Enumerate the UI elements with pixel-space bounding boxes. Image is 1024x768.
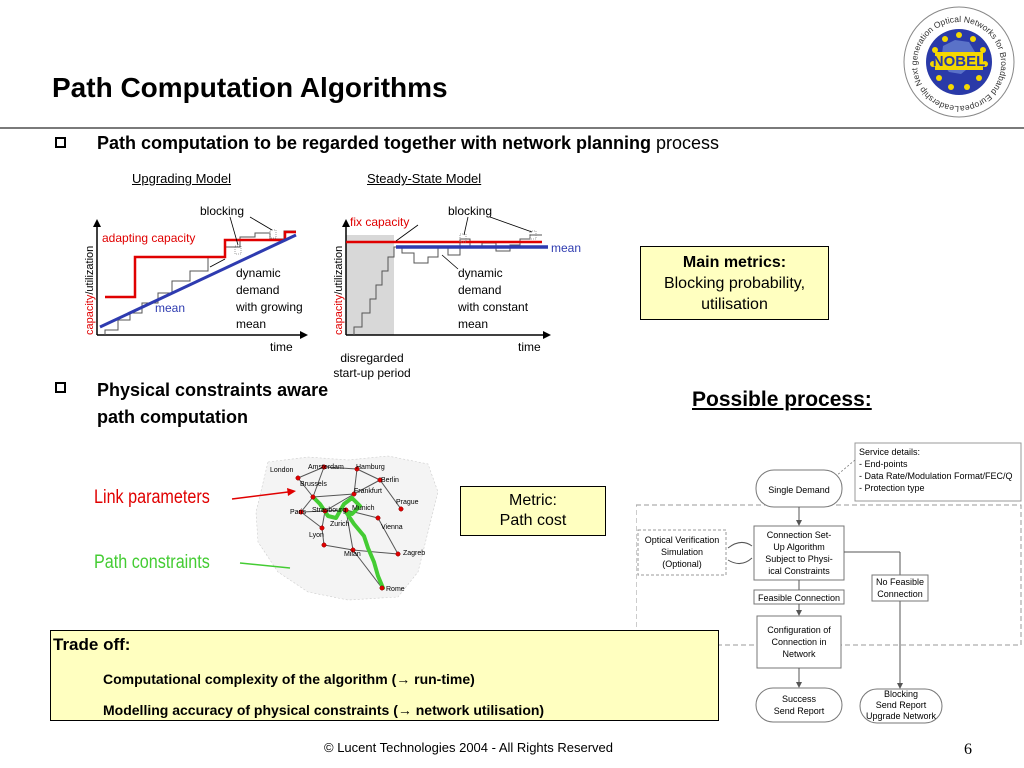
city-label: Zagreb bbox=[403, 550, 425, 557]
logo-stars bbox=[930, 32, 988, 90]
metric-box: Metric: Path cost bbox=[460, 486, 606, 536]
tradeoff-line-1: Computational complexity of the algorith… bbox=[103, 671, 475, 687]
mean-label: mean bbox=[155, 301, 185, 315]
map-arrows bbox=[231, 488, 296, 569]
optical-verification-label: Optical Verification bbox=[645, 535, 720, 545]
tradeoff-title: Trade off: bbox=[53, 635, 131, 654]
service-details-line: Service details: bbox=[859, 447, 920, 457]
time-label: time bbox=[270, 340, 293, 354]
network-map: London Amsterdam Hamburg Berlin Brussels… bbox=[255, 455, 439, 601]
service-details-line: - End-points bbox=[859, 459, 908, 469]
success-label: Send Report bbox=[774, 706, 825, 716]
demand-label-1: dynamic bbox=[458, 266, 503, 280]
no-feasible-node bbox=[871, 574, 929, 602]
city-label: Berlin bbox=[381, 477, 399, 484]
y-axis-label: capacity/utilization bbox=[333, 246, 345, 335]
configuration-label: Network bbox=[782, 649, 816, 659]
disregarded-label-1: disregarded bbox=[340, 351, 403, 365]
connection-setup-label: Connection Set- bbox=[767, 530, 832, 540]
logo-center-text: NOBEL bbox=[933, 53, 986, 70]
city-label: Rome bbox=[386, 586, 405, 593]
city-label: Frankfurt bbox=[354, 488, 382, 495]
steady-state-heading: Steady-State Model bbox=[367, 171, 482, 186]
demand-label-4: mean bbox=[236, 317, 266, 331]
city-label: Strasbourg bbox=[312, 507, 346, 514]
tradeoff-line-2: Modelling accuracy of physical constrain… bbox=[103, 702, 545, 718]
fix-capacity-label: fix capacity bbox=[350, 215, 409, 229]
city-label: Milan bbox=[344, 551, 361, 558]
main-metrics-line-2: utilisation bbox=[701, 296, 768, 313]
blocking-label: Blocking bbox=[884, 689, 918, 699]
tradeoff-box: Trade off: Computational complexity of t… bbox=[50, 630, 719, 721]
connection-setup-label: Subject to Physi- bbox=[765, 554, 833, 564]
connection-setup-node bbox=[753, 525, 845, 581]
city-label: Munich bbox=[352, 505, 375, 512]
configuration-label: Configuration of bbox=[767, 625, 831, 635]
city-label: Lyon bbox=[309, 532, 324, 539]
footer-copyright: © Lucent Technologies 2004 - All Rights … bbox=[324, 740, 614, 755]
demand-label-3: with constant bbox=[457, 300, 529, 314]
optical-verification-label: (Optional) bbox=[662, 559, 702, 569]
city-label: Paris bbox=[290, 509, 306, 516]
demand-label-4: mean bbox=[458, 317, 488, 331]
main-metrics-box: Main metrics: Blocking probability, util… bbox=[640, 246, 829, 320]
optical-verification-node bbox=[637, 529, 727, 576]
nobel-logo: Leadership Next generation Optical Netwo… bbox=[895, 6, 1015, 118]
success-node bbox=[755, 687, 843, 723]
main-metrics-line-1: Blocking probability, bbox=[663, 275, 806, 292]
demand-label-3: with growing bbox=[235, 300, 303, 314]
connection-setup-label: Up Algorithm bbox=[773, 542, 825, 552]
page-title: Path Computation Algorithms bbox=[52, 72, 448, 103]
mean-label: mean bbox=[551, 241, 581, 255]
link-parameters-label: Link parameters bbox=[94, 487, 210, 508]
configuration-label: Connection in bbox=[771, 637, 826, 647]
upgrading-model-diagram: capacity/utilization blocking adapting c… bbox=[84, 204, 308, 354]
disregarded-label-2: start-up period bbox=[333, 366, 410, 380]
path-constraints-label: Path constraints bbox=[94, 552, 210, 573]
demand-label-2: demand bbox=[458, 283, 501, 297]
metric-line-2: Path cost bbox=[499, 512, 567, 529]
process-flowchart: Service details: - End-points - Data Rat… bbox=[636, 442, 1022, 724]
blocking-label: blocking bbox=[200, 204, 244, 218]
single-demand-label: Single Demand bbox=[768, 485, 830, 495]
demand-label-1: dynamic bbox=[236, 266, 281, 280]
connection-setup-label: ical Constraints bbox=[768, 566, 830, 576]
optical-verification-label: Simulation bbox=[661, 547, 703, 557]
configuration-node bbox=[756, 615, 842, 669]
bullet-icon bbox=[55, 137, 66, 148]
feasible-connection-label: Feasible Connection bbox=[758, 593, 840, 603]
service-details-line: - Data Rate/Modulation Format/FEC/Q bbox=[859, 471, 1013, 481]
time-label: time bbox=[518, 340, 541, 354]
y-axis-label: capacity/utilization bbox=[84, 246, 96, 335]
no-feasible-label: No Feasible bbox=[876, 577, 924, 587]
possible-process-heading: Possible process: bbox=[692, 388, 872, 411]
blocking-label: Send Report bbox=[876, 700, 927, 710]
success-label: Success bbox=[782, 694, 817, 704]
title-divider bbox=[0, 127, 1024, 129]
bullet-text-2: Physical constraints aware path computat… bbox=[97, 380, 329, 427]
blocking-label: blocking bbox=[448, 204, 492, 218]
page-number: 6 bbox=[964, 741, 972, 758]
city-label: Amsterdam bbox=[308, 464, 344, 471]
city-label: Hamburg bbox=[356, 464, 385, 471]
city-label: Prague bbox=[396, 499, 419, 506]
metric-line-1: Metric: bbox=[509, 492, 557, 509]
steady-state-diagram: capacity/utilization blocking fix capaci… bbox=[333, 204, 581, 380]
adapting-capacity-label: adapting capacity bbox=[102, 231, 195, 245]
city-label: Brussels bbox=[300, 481, 327, 488]
service-details-line: - Protection type bbox=[859, 483, 925, 493]
city-label: Vienna bbox=[381, 524, 403, 531]
bullet-text-1: Path computation to be regarded together… bbox=[97, 133, 720, 153]
city-label: Zurich bbox=[330, 521, 350, 528]
upgrading-model-heading: Upgrading Model bbox=[132, 171, 232, 186]
bullet-icon bbox=[55, 382, 66, 393]
demand-label-2: demand bbox=[236, 283, 279, 297]
blocking-label: Upgrade Network bbox=[866, 711, 937, 721]
main-metrics-title: Main metrics: bbox=[682, 254, 787, 271]
blocking-node bbox=[859, 688, 943, 724]
city-label: London bbox=[270, 467, 293, 474]
no-feasible-label: Connection bbox=[877, 589, 923, 599]
